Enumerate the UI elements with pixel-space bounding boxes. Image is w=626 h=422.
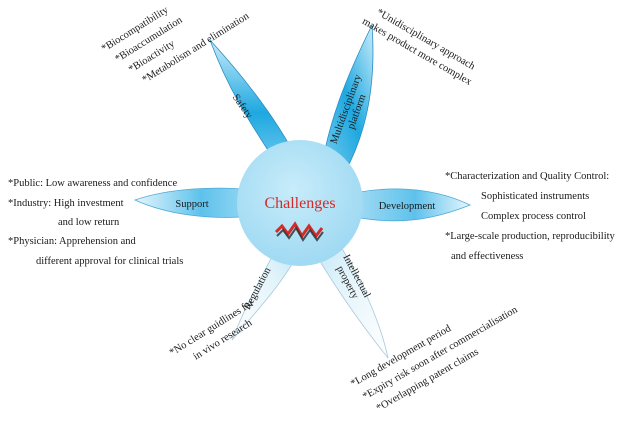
notes-multidisciplinary: *Unidisciplinary approach makes product … <box>360 7 477 88</box>
note-dev-3: Complex process control <box>481 211 586 222</box>
note-support-5: different approval for clinical trials <box>36 256 183 267</box>
zigzag-shadow <box>276 226 324 242</box>
petal-safety <box>209 39 301 173</box>
note-dev-5: and effectiveness <box>451 251 523 262</box>
petal-support <box>133 187 256 218</box>
label-support: Support <box>175 199 208 210</box>
note-dev-2: Sophisticated instruments <box>481 191 589 202</box>
petal-intellectual <box>311 235 389 359</box>
petal-regulation <box>231 241 301 341</box>
note-dev-4: *Large-scale production, reproducibility <box>445 231 616 242</box>
notes-development: *Characterization and Quality Control: S… <box>445 171 616 262</box>
note-support-1: *Public: Low awareness and confidence <box>8 178 177 189</box>
zigzag-icon <box>274 221 324 239</box>
note-dev-1: *Characterization and Quality Control: <box>445 171 609 182</box>
petal-multidisciplinary <box>321 23 374 173</box>
center-title: Challenges <box>264 195 335 212</box>
petal-development <box>359 188 471 222</box>
note-support-4: *Physician: Apprehension and <box>8 236 136 247</box>
note-support-2: *Industry: High investment <box>8 198 124 209</box>
notes-regulation: *No clear guidlines for in vivo research <box>168 297 257 362</box>
notes-support: *Public: Low awareness and confidence *I… <box>8 178 183 267</box>
note-support-3: and low return <box>58 217 120 228</box>
label-development: Development <box>379 201 436 212</box>
notes-intellectual: *Long development period *Expiry risk so… <box>349 304 520 414</box>
center-circle <box>237 140 363 266</box>
